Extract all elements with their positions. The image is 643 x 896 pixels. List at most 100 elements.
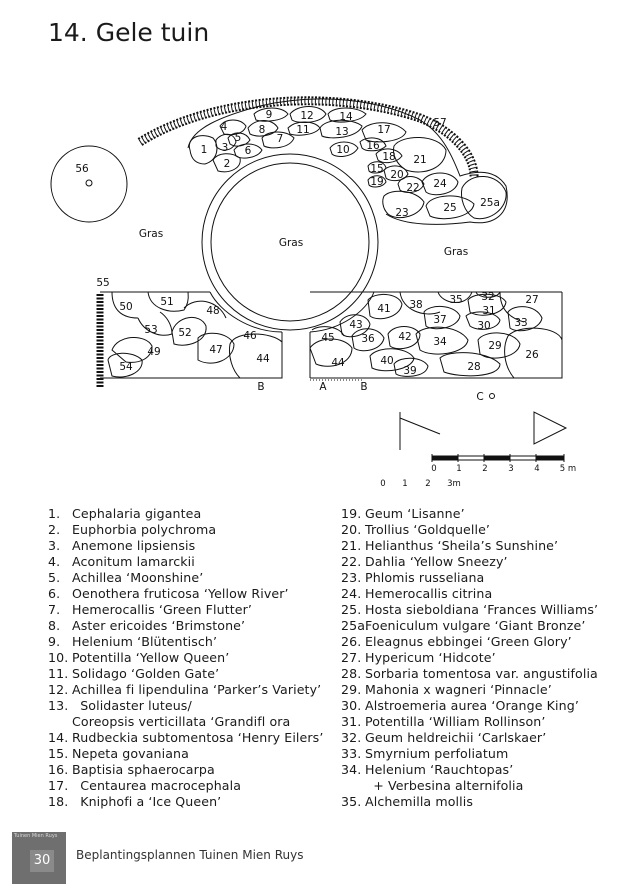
plant-entry: 25.Hosta sieboldiana ‘Frances Williams’ bbox=[341, 602, 641, 618]
plant-number: 23. bbox=[341, 570, 362, 585]
svg-text:31: 31 bbox=[482, 305, 495, 317]
svg-text:18: 18 bbox=[382, 151, 395, 163]
marker-b-left: B bbox=[257, 381, 264, 393]
plant-name: Dahlia ‘Yellow Sneezy’ bbox=[365, 554, 508, 569]
plant-name: Hosta sieboldiana ‘Frances Williams’ bbox=[365, 602, 599, 617]
svg-text:35: 35 bbox=[449, 294, 462, 306]
plant-name: Rudbeckia subtomentosa ‘Henry Eilers’ bbox=[72, 730, 324, 745]
marker-b-right: B bbox=[360, 381, 367, 393]
svg-text:54: 54 bbox=[119, 361, 133, 373]
plant-entry: 24.Hemerocallis citrina bbox=[341, 586, 641, 602]
svg-text:12: 12 bbox=[300, 110, 313, 122]
svg-text:16: 16 bbox=[366, 140, 380, 152]
svg-text:7: 7 bbox=[277, 133, 284, 145]
plant-entry: 22.Dahlia ‘Yellow Sneezy’ bbox=[341, 554, 641, 570]
plant-name: Solidago ‘Golden Gate’ bbox=[72, 666, 220, 681]
plant-name: Helenium ‘Blütentisch’ bbox=[72, 634, 218, 649]
svg-text:9: 9 bbox=[266, 109, 273, 121]
svg-text:26: 26 bbox=[525, 349, 539, 361]
svg-text:44: 44 bbox=[331, 357, 345, 369]
plant-number: 9. bbox=[48, 634, 61, 649]
svg-text:17: 17 bbox=[377, 124, 390, 136]
plant-number: 18. bbox=[48, 794, 69, 809]
plant-number: 7. bbox=[48, 602, 61, 617]
plant-number: 28. bbox=[341, 666, 362, 681]
plant-entry: 23.Phlomis russeliana bbox=[341, 570, 641, 586]
label-gras-left: Gras bbox=[139, 228, 163, 240]
plant-entry: 2.Euphorbia polychroma bbox=[48, 522, 338, 538]
svg-text:13: 13 bbox=[335, 126, 348, 138]
plant-name: Centaurea macrocephala bbox=[72, 778, 242, 793]
plant-name: Hemerocallis ‘Green Flutter’ bbox=[72, 602, 253, 617]
label-gras-center: Gras bbox=[279, 237, 303, 249]
svg-text:39: 39 bbox=[403, 365, 416, 377]
svg-text:4: 4 bbox=[221, 121, 228, 133]
plant-entry: 13. Solidaster luteus/ bbox=[48, 698, 338, 714]
plant-entry: 31.Potentilla ‘William Rollinson’ bbox=[341, 714, 641, 730]
plant-number: 29. bbox=[341, 682, 362, 697]
plant-entry: 8.Aster ericoides ‘Brimstone’ bbox=[48, 618, 338, 634]
plant-entry: 11.Solidago ‘Golden Gate’ bbox=[48, 666, 338, 682]
plant-name: Cephalaria gigantea bbox=[72, 506, 202, 521]
svg-text:28: 28 bbox=[467, 361, 480, 373]
svg-text:15: 15 bbox=[370, 163, 383, 175]
svg-text:0: 0 bbox=[380, 479, 385, 489]
plant-entry: 5.Achillea ‘Moonshine’ bbox=[48, 570, 338, 586]
plant-entry: 7. Hemerocallis ‘Green Flutter’ bbox=[48, 602, 338, 618]
footer-caption: Beplantingsplannen Tuinen Mien Ruys bbox=[76, 848, 304, 862]
plant-number: 32. bbox=[341, 730, 362, 745]
plant-name: Helenium ‘Rauchtopas’ bbox=[365, 762, 514, 777]
plant-entry: 27.Hypericum ‘Hidcote’ bbox=[341, 650, 641, 666]
plant-name: Coreopsis verticillata ‘Grandifl ora bbox=[72, 714, 291, 729]
plant-entry: + Verbesina alternifolia bbox=[341, 778, 641, 794]
svg-text:5 m: 5 m bbox=[560, 464, 576, 474]
plant-number: 11. bbox=[48, 666, 69, 681]
plant-name: Kniphofi a ‘Ice Queen’ bbox=[72, 794, 222, 809]
svg-text:11: 11 bbox=[296, 124, 309, 136]
plant-number: 6. bbox=[48, 586, 61, 601]
svg-text:14: 14 bbox=[339, 111, 353, 123]
svg-text:1: 1 bbox=[456, 464, 461, 474]
svg-text:33: 33 bbox=[514, 317, 527, 329]
plant-number: 21. bbox=[341, 538, 362, 553]
plant-number: 1. bbox=[48, 506, 61, 521]
plant-name: Geum ‘Lisanne’ bbox=[365, 506, 465, 521]
plant-entry: 3.Anemone lipsiensis bbox=[48, 538, 338, 554]
central-lawn-inner bbox=[210, 162, 370, 322]
plant-number: 34. bbox=[341, 762, 362, 777]
plant-number: 25. bbox=[341, 602, 362, 617]
plant-number: 13. bbox=[48, 698, 69, 713]
svg-text:25a: 25a bbox=[480, 197, 500, 209]
plant-number: 5. bbox=[48, 570, 61, 585]
page-number: 30 bbox=[30, 850, 54, 872]
svg-text:42: 42 bbox=[398, 331, 411, 343]
plant-entry: 1. Cephalaria gigantea bbox=[48, 506, 338, 522]
plant-name: Oenothera fruticosa ‘Yellow River’ bbox=[72, 586, 289, 601]
svg-text:24: 24 bbox=[433, 178, 447, 190]
plant-entry: 6. Oenothera fruticosa ‘Yellow River’ bbox=[48, 586, 338, 602]
plant-number: 35. bbox=[341, 794, 362, 809]
svg-text:10: 10 bbox=[336, 144, 349, 156]
plant-number: 17. bbox=[48, 778, 69, 793]
plant-number: 33. bbox=[341, 746, 362, 761]
svg-text:2: 2 bbox=[425, 479, 430, 489]
plant-entry: 14.Rudbeckia subtomentosa ‘Henry Eilers’ bbox=[48, 730, 338, 746]
plant-name: + Verbesina alternifolia bbox=[365, 778, 524, 793]
plant-entry: 20.Trollius ‘Goldquelle’ bbox=[341, 522, 641, 538]
svg-text:3: 3 bbox=[508, 464, 513, 474]
svg-text:37: 37 bbox=[433, 314, 446, 326]
svg-text:3m: 3m bbox=[447, 479, 461, 489]
plant-number: 19. bbox=[341, 506, 362, 521]
central-lawn-outer bbox=[201, 153, 379, 331]
svg-text:44: 44 bbox=[256, 353, 270, 365]
svg-text:53: 53 bbox=[144, 324, 157, 336]
plant-entry: 35.Alchemilla mollis bbox=[341, 794, 641, 810]
svg-text:46: 46 bbox=[243, 330, 257, 342]
svg-text:25: 25 bbox=[443, 202, 456, 214]
plant-name: Helianthus ‘Sheila’s Sunshine’ bbox=[365, 538, 559, 553]
badge-text: Tuinen Mien Ruys bbox=[14, 833, 58, 839]
plant-entry: 19.Geum ‘Lisanne’ bbox=[341, 506, 641, 522]
plant-name: Achillea fi lipendulina ‘Parker’s Variet… bbox=[72, 682, 322, 697]
plant-number: 3. bbox=[48, 538, 61, 553]
plant-name: Eleagnus ebbingei ‘Green Glory’ bbox=[365, 634, 572, 649]
